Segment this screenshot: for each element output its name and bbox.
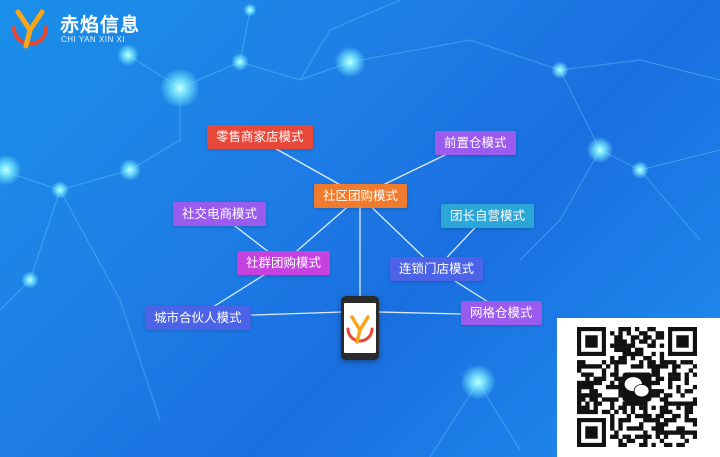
glow-dot — [117, 44, 139, 66]
node-front-warehouse-model[interactable]: 前置仓模式 — [435, 131, 516, 155]
phone-screen — [344, 303, 376, 353]
glow-dot — [160, 68, 200, 108]
phone-device[interactable] — [341, 296, 379, 360]
glow-dot — [586, 136, 614, 164]
brand-logo-icon — [346, 315, 374, 344]
glow-dot — [551, 61, 569, 79]
connector-center-chain — [359, 195, 437, 270]
node-retail-store-model[interactable]: 零售商家店模式 — [207, 125, 313, 149]
brand-logo[interactable]: 赤焰信息 CHI YAN XIN XI — [8, 6, 148, 49]
glow-dot — [119, 159, 141, 181]
glow-dot — [460, 364, 496, 400]
glow-dot — [0, 154, 22, 186]
qr-code-panel — [557, 318, 720, 457]
node-city-partner-model[interactable]: 城市合伙人模式 — [145, 306, 251, 330]
glow-dot — [231, 53, 249, 71]
glow-dot — [21, 271, 39, 289]
node-leader-self-run-model[interactable]: 团长自营模式 — [441, 204, 535, 228]
node-community-group-model[interactable]: 社群团购模式 — [237, 251, 331, 275]
node-grid-warehouse-model[interactable]: 网格仓模式 — [461, 301, 542, 325]
node-community-group-buying[interactable]: 社区团购模式 — [314, 184, 408, 208]
brand-logo-icon — [12, 9, 48, 49]
node-social-ecommerce-model[interactable]: 社交电商模式 — [173, 202, 267, 226]
glow-dot — [631, 161, 649, 179]
glow-dot — [51, 181, 69, 199]
brand-name: 赤焰信息 — [60, 14, 141, 36]
connector-phone-grid — [378, 311, 463, 315]
node-chain-store-model[interactable]: 连锁门店模式 — [390, 257, 484, 281]
qr-code[interactable] — [577, 327, 697, 447]
glow-dot — [334, 46, 366, 78]
glow-dot — [243, 3, 257, 17]
brand-subtitle: CHI YAN XIN XI — [61, 35, 126, 44]
